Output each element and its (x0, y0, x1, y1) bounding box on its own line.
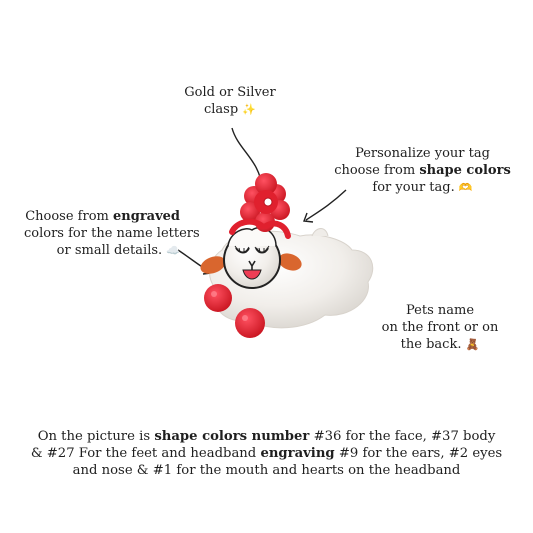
left-eye (235, 247, 250, 254)
clasp-hole (263, 197, 273, 207)
engraved-annotation: Choose from engraved colors for the name… (24, 208, 200, 259)
lamb-tag (200, 173, 374, 338)
mouth (242, 269, 262, 280)
headband-flower (229, 173, 291, 239)
left-ear (200, 256, 226, 274)
caption-part3: #9 for the ears, #2 eyes and nose & #1 f… (72, 446, 503, 478)
shape-colors-annotation: Personalize your tag choose from shape c… (330, 145, 515, 196)
caption-bold1: shape colors number (154, 429, 310, 444)
cloud-icon: ☁️ (166, 244, 180, 257)
right-ear (278, 253, 302, 271)
sparkles-icon: ✨ (242, 103, 257, 116)
shape-colors-arrow (305, 189, 347, 221)
pets-line3: the back. (400, 337, 462, 352)
shape-line1: Personalize your tag (355, 146, 490, 161)
shape-colors-arrow-head (303, 212, 314, 223)
color-caption: On the picture is shape colors number #3… (30, 428, 503, 479)
teddy-bear-icon: 🧸 (465, 338, 480, 351)
engrave-line3: or small details. (56, 243, 163, 258)
clasp-line2: clasp (203, 102, 239, 117)
pets-line2: on the front or on (381, 320, 499, 335)
shape-colors-label: shape colors (419, 163, 511, 178)
heart-hands-icon: 🫶 (458, 181, 473, 194)
shape-line2-prefix: choose from (334, 163, 416, 178)
clasp-annotation: Gold or Silver clasp ✨ (170, 84, 290, 118)
shape-line3: for your tag. (372, 180, 455, 195)
pets-name-annotation: Pets name on the front or on the back. 🧸 (370, 302, 510, 353)
caption-part1: On the picture is (37, 429, 151, 444)
clasp-line1: Gold or Silver (184, 85, 276, 100)
pets-line1: Pets name (405, 303, 475, 318)
caption-part2: #36 for the face, #37 body & #27 For the… (30, 429, 496, 461)
front-right-foot (235, 308, 265, 338)
engrave-line1-prefix: Choose from (25, 209, 109, 224)
front-left-foot (204, 284, 232, 312)
nose (248, 260, 256, 270)
engrave-line2: colors for the name letters (24, 226, 200, 241)
engraved-label: engraved (113, 209, 180, 224)
caption-bold2: engraving (260, 446, 335, 461)
